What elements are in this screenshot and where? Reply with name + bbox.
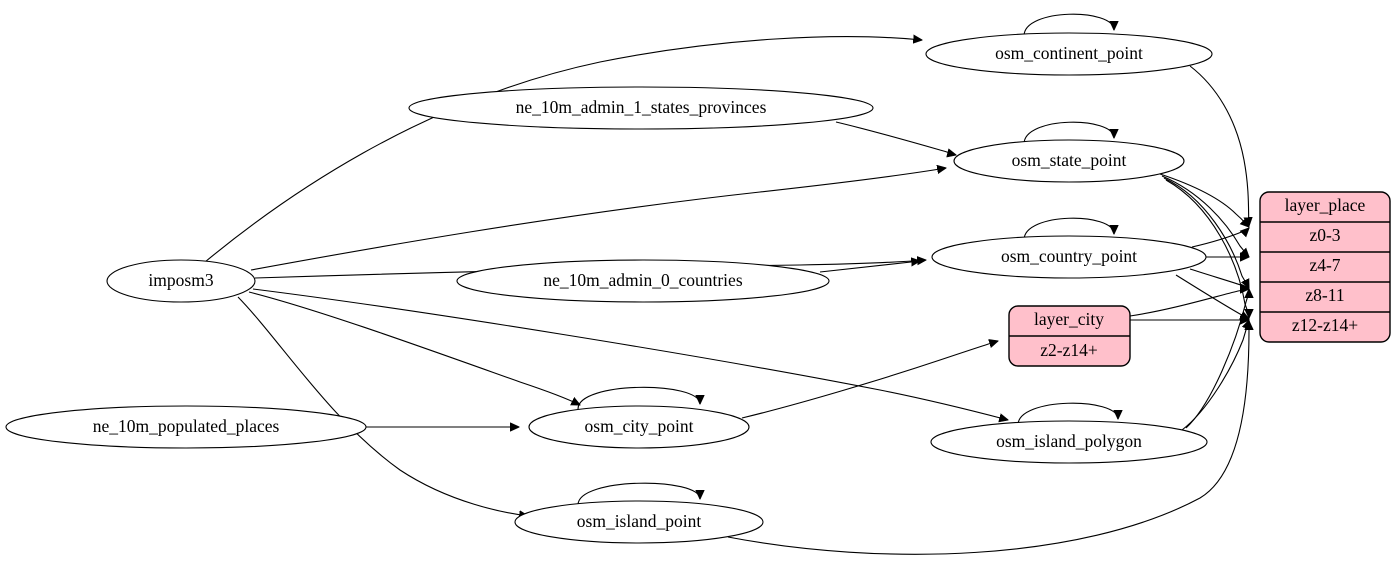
osm_country_point-ellipse[interactable] <box>931 235 1207 279</box>
layer_place-row-z8-11[interactable]: z8-11 <box>1305 285 1344 305</box>
edge-imposm3-to-osm_continent_point <box>204 37 922 263</box>
edge-osm_continent_point-to-layer_place-z0-3 <box>1189 65 1249 226</box>
ne_places-label: ne_10m_populated_places <box>93 416 280 436</box>
layer_place-box[interactable] <box>1259 191 1391 343</box>
osm_island_polygon-ellipse[interactable] <box>930 420 1208 464</box>
record-node-layer_place[interactable]: layer_place z0-3 z4-7 z8-11 z12-z14+ <box>1259 191 1391 343</box>
node-osm_country_point[interactable]: osm_country_point <box>931 235 1207 279</box>
osm_country_point-label: osm_country_point <box>1001 246 1137 266</box>
imposm3-ellipse[interactable] <box>106 259 256 303</box>
edge-imposm3-to-osm_island_polygon <box>252 288 1008 420</box>
edge-layer_city-to-layer_place-z8-11 <box>1129 289 1249 317</box>
osm_state_point-ellipse[interactable] <box>953 139 1185 183</box>
ne_states-ellipse[interactable] <box>408 86 874 130</box>
ne_states-label: ne_10m_admin_1_states_provinces <box>516 97 767 117</box>
edge-ne_states-to-osm_state_point <box>835 121 956 155</box>
edge-layer <box>204 13 1249 555</box>
edge-imposm3-to-osm_city_point <box>248 291 580 405</box>
osm_continent_point-label: osm_continent_point <box>995 43 1143 63</box>
osm_island_point-ellipse[interactable] <box>514 500 764 544</box>
node-ne_10m_populated_places[interactable]: ne_10m_populated_places <box>5 405 367 449</box>
node-ne_10m_admin_1_states_provinces[interactable]: ne_10m_admin_1_states_provinces <box>408 86 874 130</box>
layer_city-header: layer_city <box>1034 309 1104 329</box>
osm_continent_point-ellipse[interactable] <box>925 32 1213 76</box>
ne_places-ellipse[interactable] <box>5 405 367 449</box>
edge-osm_city_point-to-layer_city-z2-z14 <box>741 341 998 419</box>
osm_island_polygon-label: osm_island_polygon <box>996 431 1142 451</box>
node-ne_10m_admin_0_countries[interactable]: ne_10m_admin_0_countries <box>456 259 830 303</box>
node-imposm3[interactable]: imposm3 <box>106 259 256 303</box>
edge-self-loop-osm_island_point <box>577 482 700 506</box>
node-layer: imposm3 ne_10m_admin_1_states_provinces … <box>5 32 1213 544</box>
edge-self-loop-osm_country_point <box>1023 217 1114 241</box>
layer_place-row-z12-z14[interactable]: z12-z14+ <box>1292 315 1358 335</box>
layer_place-row-z4-7[interactable]: z4-7 <box>1309 255 1340 275</box>
edge-self-loop-osm_island_polygon <box>1017 402 1118 426</box>
edge-osm_country_point-to-layer_place-z0-3 <box>1191 228 1249 248</box>
node-osm_island_point[interactable]: osm_island_point <box>514 500 764 544</box>
layer_place-header: layer_place <box>1285 195 1366 215</box>
edge-ne_countries-to-osm_country_point <box>819 261 920 273</box>
osm_island_point-label: osm_island_point <box>577 511 702 531</box>
record-node-layer_city[interactable]: layer_city z2-z14+ <box>1008 305 1131 367</box>
edge-osm_country_point-to-layer_place-z12-z14 <box>1175 274 1249 319</box>
osm_city_point-ellipse[interactable] <box>528 405 750 449</box>
edge-imposm3-to-osm_island_point <box>237 296 528 516</box>
layer_city-row-z2-z14[interactable]: z2-z14+ <box>1040 340 1098 360</box>
edge-osm_island_polygon-to-layer_place-z12-z14 <box>1181 320 1249 431</box>
edge-imposm3-to-osm_state_point <box>250 168 946 271</box>
edge-self-loop-osm_city_point <box>577 386 700 410</box>
edge-self-loop-osm_continent_point <box>1023 13 1114 37</box>
edge-osm_island_polygon-to-layer_place-z8-11 <box>1185 289 1249 429</box>
node-osm_city_point[interactable]: osm_city_point <box>528 405 750 449</box>
osm_city_point-label: osm_city_point <box>585 416 694 436</box>
edge-osm_island_point-to-layer_place-z12-z14 <box>727 321 1249 555</box>
node-osm_island_polygon[interactable]: osm_island_polygon <box>930 420 1208 464</box>
node-osm_state_point[interactable]: osm_state_point <box>953 139 1185 183</box>
imposm3-label: imposm3 <box>148 270 213 290</box>
ne_countries-ellipse[interactable] <box>456 259 830 303</box>
edge-self-loop-osm_state_point <box>1023 121 1114 145</box>
layer_place-row-z0-3[interactable]: z0-3 <box>1309 225 1340 245</box>
edge-osm_state_point-to-layer_place-z0-3 <box>1159 173 1249 227</box>
ne_countries-label: ne_10m_admin_0_countries <box>543 270 742 290</box>
osm_state_point-label: osm_state_point <box>1012 150 1127 170</box>
node-osm_continent_point[interactable]: osm_continent_point <box>925 32 1213 76</box>
